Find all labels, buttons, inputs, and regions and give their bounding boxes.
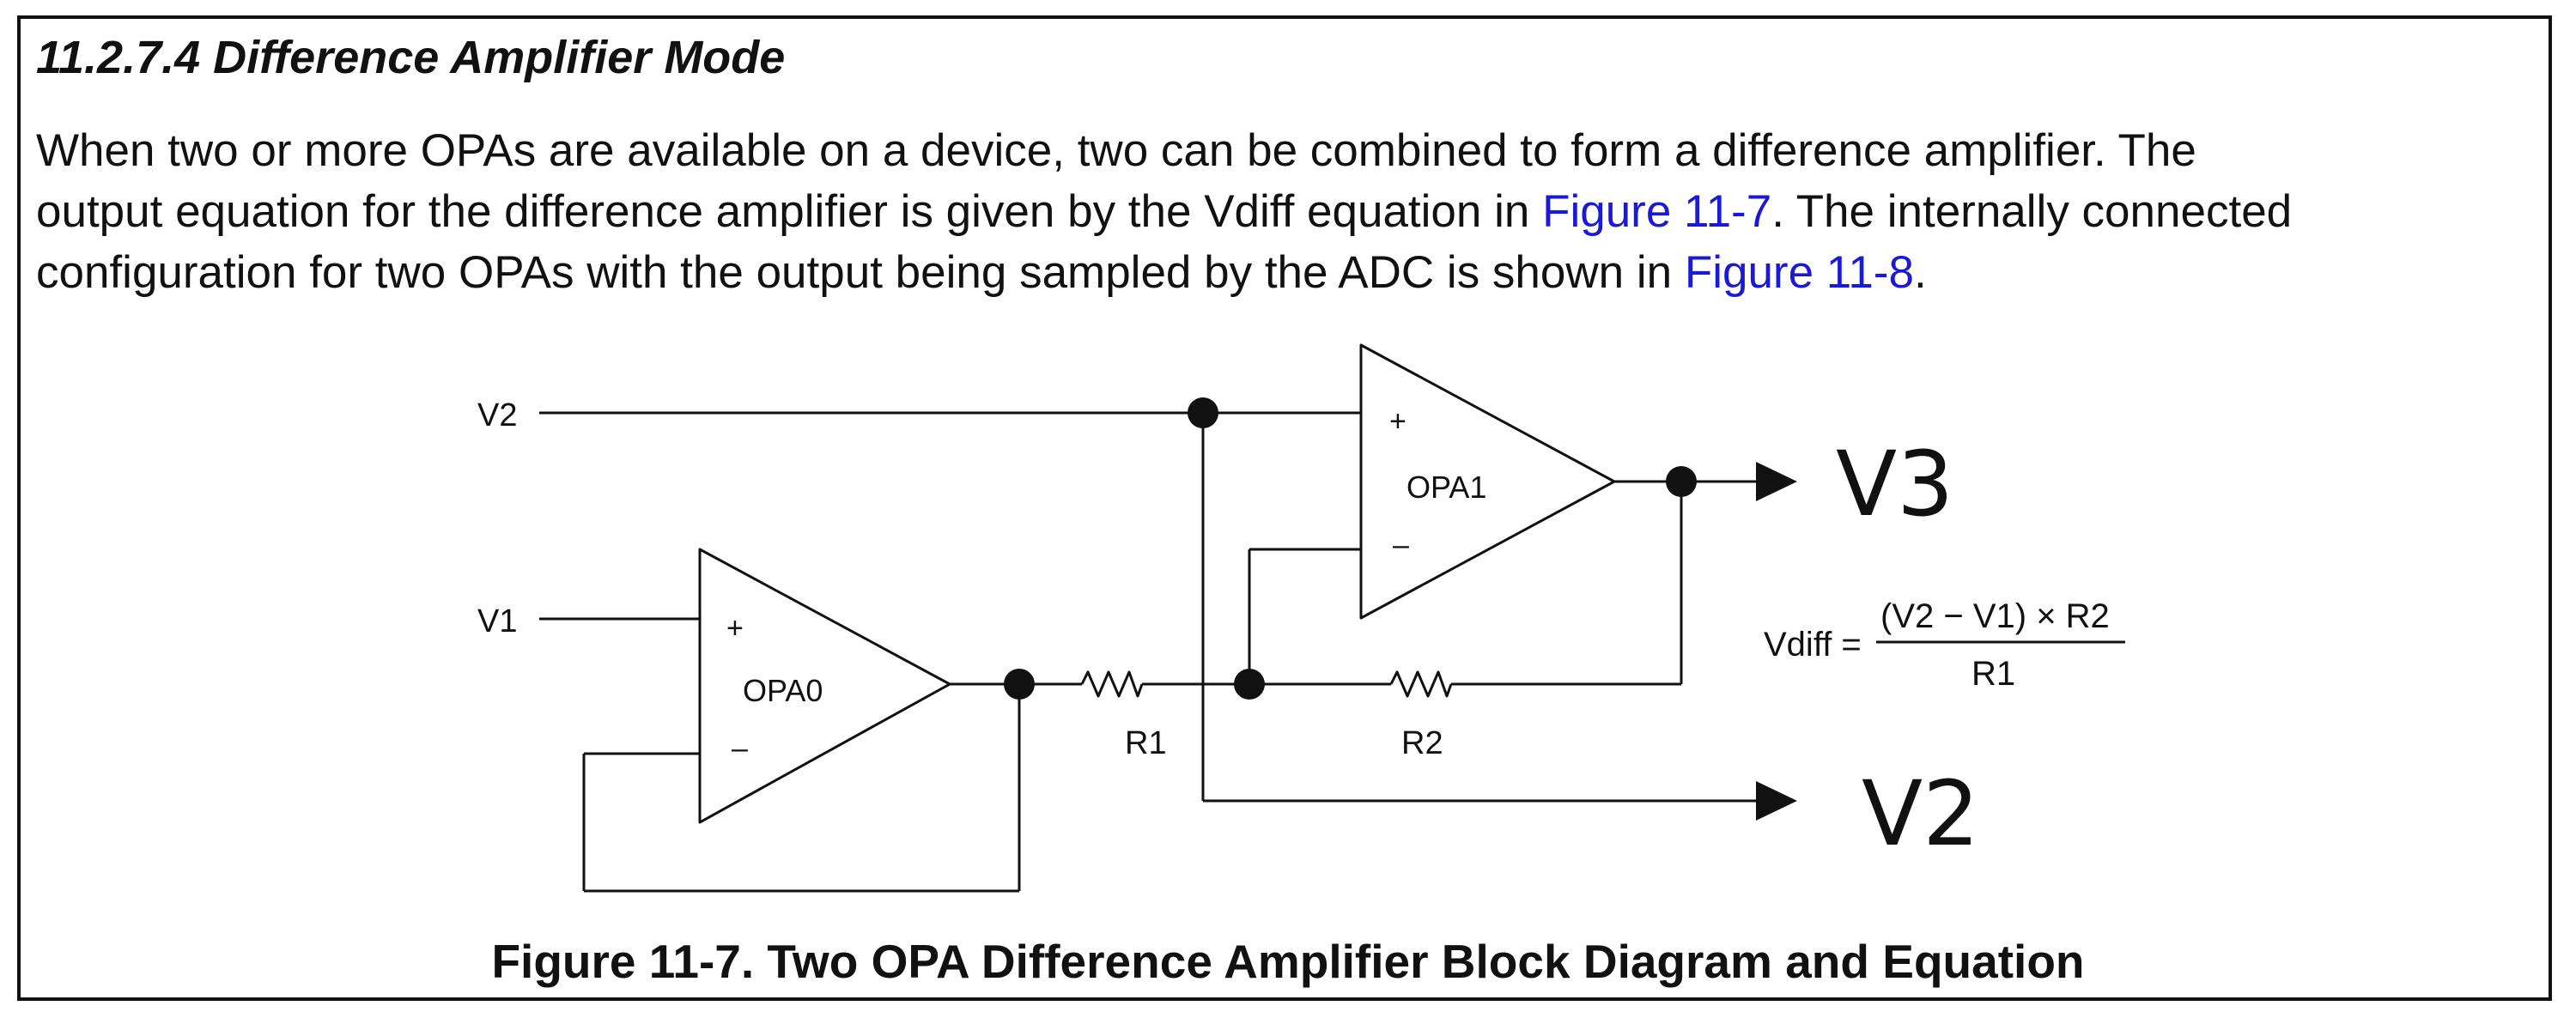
figure-frame xyxy=(17,15,2552,1001)
label-output-v2: V2 xyxy=(1862,761,1979,866)
paragraph-line-3: configuration for two OPAs with the outp… xyxy=(36,242,2552,303)
label-opa0: OPA0 xyxy=(743,673,823,708)
paragraph-line-2: output equation for the difference ampli… xyxy=(36,181,2552,242)
label-r2: R2 xyxy=(1401,725,1443,761)
node-v2 xyxy=(1188,397,1218,428)
figure-11-7-link[interactable]: Figure 11-7 xyxy=(1542,186,1772,237)
figure-11-8-link[interactable]: Figure 11-8 xyxy=(1684,247,1914,298)
node-v3 xyxy=(1666,466,1697,497)
resistor-r1 xyxy=(1080,670,1144,698)
body-paragraph: When two or more OPAs are available on a… xyxy=(36,120,2552,303)
section-heading: 11.2.7.4 Difference Amplifier Mode xyxy=(36,32,786,83)
opa1-triangle xyxy=(1359,343,1616,620)
label-opa1-plus: + xyxy=(1389,405,1406,438)
label-opa1-minus: – xyxy=(1393,529,1409,561)
label-opa0-minus: – xyxy=(732,732,748,765)
paragraph-text: When two or more OPAs are available on a… xyxy=(36,125,2196,176)
equation-denominator: R1 xyxy=(1971,655,2015,693)
arrow-v2 xyxy=(1756,781,1797,821)
paragraph-line-1: When two or more OPAs are available on a… xyxy=(36,120,2552,181)
label-v2-input: V2 xyxy=(477,397,517,433)
label-opa1: OPA1 xyxy=(1406,470,1486,505)
opa0-triangle xyxy=(698,548,951,824)
figure-caption: Figure 11-7. Two OPA Difference Amplifie… xyxy=(491,935,2085,988)
equation-lhs: Vdiff = xyxy=(1764,626,1862,664)
paragraph-text: . The internally connected xyxy=(1771,186,2293,237)
label-v1-input: V1 xyxy=(477,603,517,639)
arrow-v3 xyxy=(1756,462,1797,501)
paragraph-text: . xyxy=(1913,247,1927,298)
paragraph-text: configuration for two OPAs with the outp… xyxy=(36,247,1685,298)
label-opa0-plus: + xyxy=(726,612,744,645)
equation-numerator: (V2 − V1) × R2 xyxy=(1880,597,2110,635)
resistor-r2 xyxy=(1389,670,1453,698)
node-opa0-out xyxy=(1004,669,1035,700)
paragraph-text: output equation for the difference ampli… xyxy=(36,186,1543,237)
label-output-v3: V3 xyxy=(1836,432,1953,536)
label-r1: R1 xyxy=(1125,725,1167,761)
node-r1-r2 xyxy=(1234,669,1265,700)
